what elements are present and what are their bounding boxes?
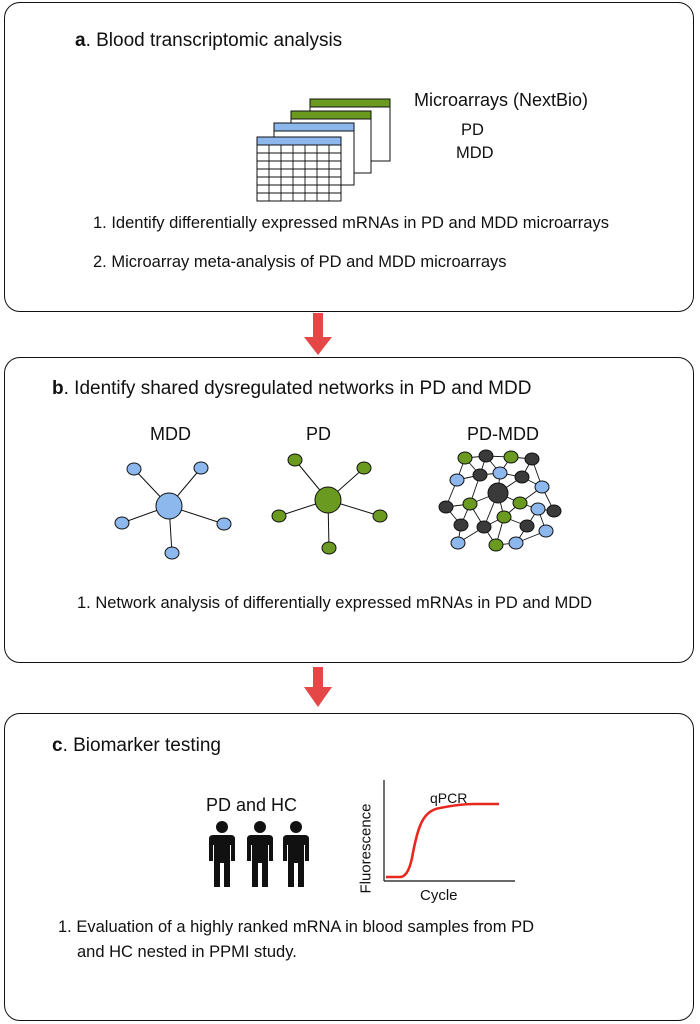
qpcr-curve-chart [383,780,515,882]
panel-a-title: a. Blood transcriptomic analysis [75,30,342,52]
y-axis-label: Fluorescence [357,803,375,894]
panel-a-title-text: . Blood transcriptomic analysis [85,30,343,51]
panel-c-title-text: . Biomarker testing [62,735,221,756]
panel-c-title: c. Biomarker testing [52,735,221,757]
panel-biomarker-testing [4,713,694,1021]
panel-c-step-1-line-2: and HC nested in PPMI study. [77,943,297,961]
network-label-pd: PD [306,424,332,444]
x-axis-label: Cycle [420,887,458,904]
person-icon [247,821,273,887]
pd-mdd-network-icon [438,449,562,552]
amplification-curve [386,802,499,879]
dataset-label-mdd: MDD [456,144,494,162]
panel-c-letter: c [52,735,63,756]
network-label-pd-mdd: PD-MDD [467,424,539,444]
down-arrow-icon [304,667,332,707]
person-icon [209,821,235,887]
microarray-stack-icon [256,98,391,202]
panel-a-letter: a [75,30,86,51]
panel-c-step-1-line-1: 1. Evaluation of a highly ranked mRNA in… [58,918,534,936]
panel-a-step-2: 2. Microarray meta-analysis of PD and MD… [93,253,507,271]
panel-shared-networks [4,357,694,663]
people-icon [209,821,309,887]
panel-b-step-1: 1. Network analysis of differentially ex… [77,594,593,612]
qpcr-label: qPCR [430,790,468,806]
microarray-sheet-1 [256,136,342,202]
down-arrow-icon [304,313,332,355]
mdd-network-icon [114,461,232,560]
panel-b-letter: b [52,378,64,399]
panel-a-step-1: 1. Identify differentially expressed mRN… [93,214,609,232]
network-label-mdd: MDD [150,424,191,444]
panel-b-title: b. Identify shared dysregulated networks… [52,378,531,400]
panel-b-title-text: . Identify shared dysregulated networks … [63,378,532,399]
pd-network-icon [271,453,388,555]
person-icon [283,821,309,887]
group-label: PD and HC [206,795,298,815]
dataset-label-pd: PD [461,121,484,139]
microarray-source-label: Microarrays (NextBio) [414,90,589,110]
